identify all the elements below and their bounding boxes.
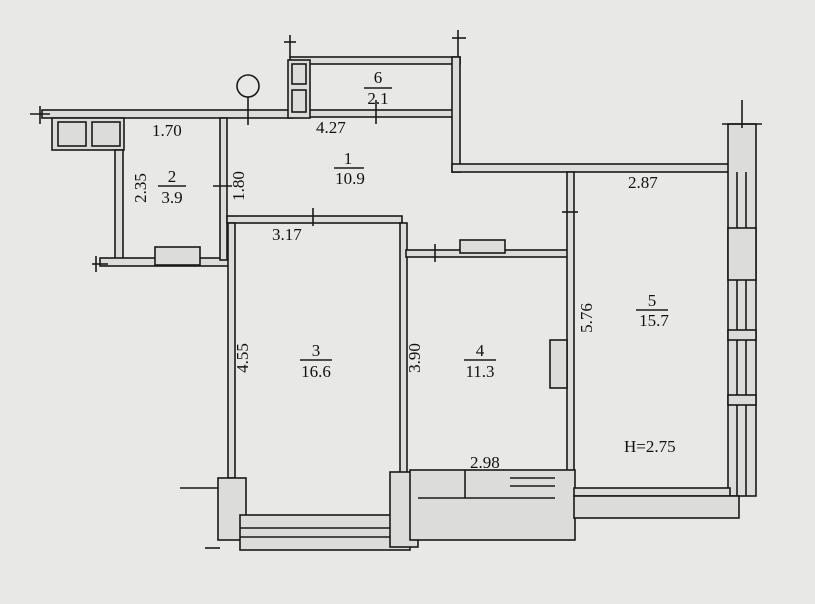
room-4-area: 11.3 [465,362,494,381]
room-labels: 6 2.1 1 10.9 2 3.9 3 16.6 4 11.3 5 15.7 … [158,68,676,456]
room-3-area: 16.6 [301,362,331,381]
room-3-number: 3 [312,341,321,360]
walls [30,30,762,551]
dim-4-55: 4.55 [233,343,252,373]
room-2-area: 3.9 [161,188,182,207]
room-6-number: 6 [374,68,383,87]
room-1-number: 1 [344,149,353,168]
room-5-number: 5 [648,291,657,310]
room-2-number: 2 [168,167,177,186]
dim-3-90: 3.90 [405,343,424,373]
dim-5-76: 5.76 [577,303,596,333]
dim-3-17: 3.17 [272,225,302,244]
dim-2-35: 2.35 [131,173,150,203]
dim-2-98: 2.98 [470,453,500,472]
dim-4-27: 4.27 [316,118,346,137]
room-6-area: 2.1 [367,89,388,108]
dim-2-87: 2.87 [628,173,658,192]
room-5-area: 15.7 [639,311,669,330]
dimension-labels: 1.70 4.27 1.80 2.35 3.17 2.87 4.55 3.90 … [131,118,658,472]
dim-1-80: 1.80 [229,171,248,201]
ceiling-height: H=2.75 [624,437,676,456]
room-4-number: 4 [476,341,485,360]
room-1-area: 10.9 [335,169,365,188]
dim-1-70: 1.70 [152,121,182,140]
